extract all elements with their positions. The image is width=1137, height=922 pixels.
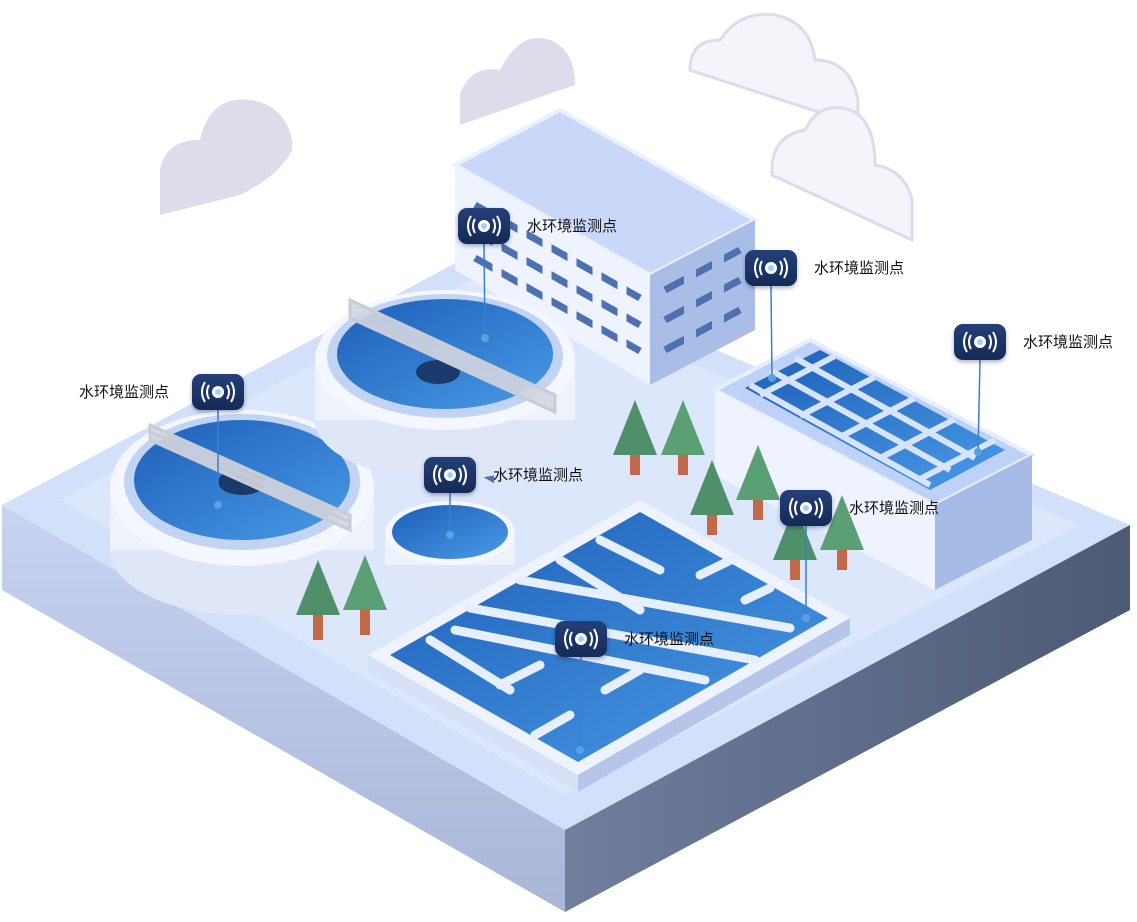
monitoring-point-label: 水环境监测点 bbox=[624, 630, 715, 648]
monitoring-point-label: 水环境监测点 bbox=[1023, 333, 1114, 351]
monitoring-point-label: 水环境监测点 bbox=[527, 217, 618, 235]
monitoring-point-label: 水环境监测点 bbox=[79, 383, 170, 401]
sensor-signal-icon bbox=[433, 464, 467, 486]
marker-leader-lines bbox=[214, 243, 982, 754]
sensor-signal-icon bbox=[754, 257, 788, 279]
leader-line bbox=[977, 359, 981, 453]
leader-line bbox=[579, 656, 582, 751]
clarifier-large-front bbox=[110, 410, 374, 615]
anchor-dot bbox=[974, 448, 982, 456]
anchor-dot bbox=[576, 746, 584, 754]
sensor-signal-icon bbox=[467, 215, 501, 237]
leader-line bbox=[770, 285, 773, 379]
anchor-dot bbox=[214, 501, 222, 509]
monitoring-point-marker[interactable] bbox=[780, 490, 832, 526]
cloud-right bbox=[688, 12, 914, 243]
sensor-signal-icon bbox=[963, 331, 997, 353]
monitoring-point-label: 水环境监测点 bbox=[849, 499, 940, 517]
monitoring-point-marker[interactable] bbox=[954, 324, 1006, 360]
leader-line bbox=[483, 243, 486, 339]
sensor-signal-icon bbox=[789, 497, 823, 519]
office-building bbox=[450, 107, 760, 484]
anchor-dot bbox=[768, 374, 776, 382]
monitoring-point-marker[interactable] bbox=[555, 621, 607, 657]
aeration-tank bbox=[368, 500, 850, 792]
monitoring-point-marker[interactable] bbox=[458, 208, 510, 244]
anchor-dot bbox=[446, 531, 454, 539]
anchor-dot bbox=[481, 334, 489, 342]
monitoring-point-label: 水环境监测点 bbox=[493, 466, 584, 484]
monitoring-point-marker[interactable] bbox=[424, 457, 476, 493]
clarifier-large-back bbox=[315, 290, 575, 480]
monitoring-point-marker[interactable] bbox=[745, 250, 797, 286]
sensor-signal-icon bbox=[564, 628, 598, 650]
cloud-center bbox=[460, 38, 575, 125]
cloud-left bbox=[160, 99, 292, 215]
monitoring-point-label: 水环境监测点 bbox=[814, 259, 905, 277]
anchor-dot bbox=[802, 614, 810, 622]
monitoring-point-marker[interactable] bbox=[192, 374, 244, 410]
sensor-signal-icon bbox=[201, 381, 235, 403]
